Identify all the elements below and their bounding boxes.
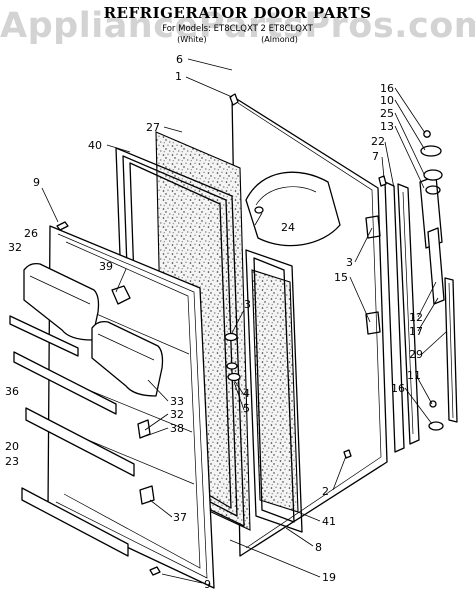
variant-white: (White) <box>177 35 207 44</box>
leader-lines <box>41 58 447 584</box>
callout-17: 17 <box>409 325 423 338</box>
callout-29: 29 <box>409 348 423 361</box>
callout-22: 22 <box>371 135 385 148</box>
callout-5: 5 <box>243 402 250 415</box>
callout-25: 25 <box>380 107 394 120</box>
screws <box>56 93 387 576</box>
watermark: AppliancePartsPros.com <box>0 6 475 46</box>
callout-20: 20 <box>5 440 19 453</box>
callout-11: 11 <box>407 369 421 382</box>
callout-23: 23 <box>5 455 19 468</box>
callout-19: 19 <box>322 571 336 584</box>
callout-16-bottom: 16 <box>391 382 405 395</box>
callout-10: 10 <box>380 94 394 107</box>
callout-12: 12 <box>409 311 423 324</box>
callout-32-center: 32 <box>170 408 184 421</box>
callout-7: 7 <box>372 150 379 163</box>
callout-37: 37 <box>173 511 187 524</box>
door-gasket <box>245 249 303 533</box>
hinge-bracket-assembly <box>419 130 445 305</box>
callout-9-bottom: 9 <box>204 578 211 591</box>
callout-39: 39 <box>99 260 113 273</box>
door-bins <box>23 262 164 397</box>
callout-3-right: 3 <box>346 256 353 269</box>
part-callouts: 6 1 27 40 9 26 32 39 24 3 4 5 36 33 32 3… <box>5 53 423 591</box>
door-handle-strip <box>428 277 458 431</box>
callout-1: 1 <box>175 70 182 83</box>
callout-36: 36 <box>5 385 19 398</box>
callout-40: 40 <box>88 139 102 152</box>
variant-almond: (Almond) <box>261 35 298 44</box>
callout-24: 24 <box>281 221 295 234</box>
diagram-title: REFRIGERATOR DOOR PARTS <box>103 4 372 22</box>
callout-4: 4 <box>243 387 250 400</box>
callout-26: 26 <box>24 227 38 240</box>
shelf-clips <box>137 206 264 505</box>
callout-8: 8 <box>315 541 322 554</box>
callout-38: 38 <box>170 422 184 435</box>
callout-9-top: 9 <box>33 176 40 189</box>
callout-2: 2 <box>322 485 329 498</box>
callout-16-top: 16 <box>380 82 394 95</box>
callout-41: 41 <box>322 515 336 528</box>
callout-3-center: 3 <box>244 298 251 311</box>
callout-27: 27 <box>146 121 160 134</box>
callout-33: 33 <box>170 395 184 408</box>
callout-15: 15 <box>334 271 348 284</box>
model-line: For Models: ET8CLQXT 2 ET8CLQXT <box>162 24 313 34</box>
callout-13: 13 <box>380 120 394 133</box>
variant-line: (White) (Almond) <box>0 35 475 44</box>
callout-6: 6 <box>176 53 183 66</box>
door-side-trim-strips <box>384 181 420 453</box>
door-shelf-bars <box>9 315 135 557</box>
callout-32-left: 32 <box>8 241 22 254</box>
